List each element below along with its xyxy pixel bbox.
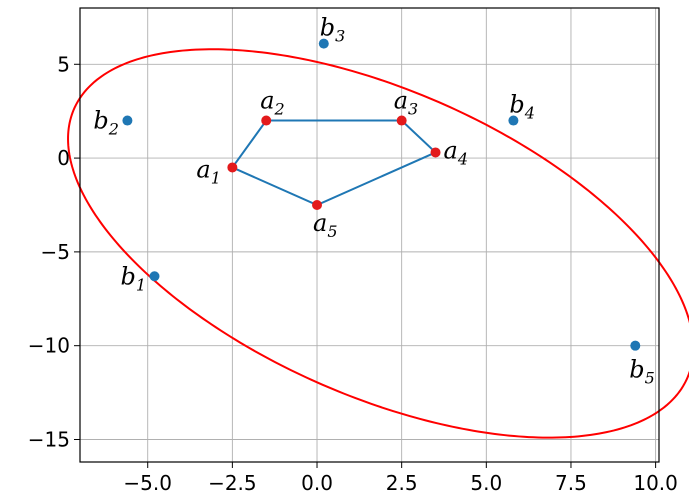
label-b5: b5 [629, 356, 655, 388]
point-b5 [630, 340, 641, 351]
label-a1: a1 [196, 156, 221, 188]
y-tick-label: −15 [28, 427, 70, 451]
label-b2: b2 [93, 107, 119, 139]
vertex-a5 [312, 199, 323, 210]
polygon-outline [230, 119, 438, 207]
x-tick-label: −5.0 [123, 471, 172, 495]
point-b1 [149, 271, 160, 282]
point-b4 [508, 115, 519, 126]
vertex-a2 [261, 115, 272, 126]
grid-lines [80, 8, 659, 462]
ellipse-curve [67, 48, 689, 439]
label-a2: a2 [260, 87, 285, 119]
x-tick-label: 7.5 [555, 471, 587, 495]
ellipse-layer [67, 48, 689, 439]
y-tick-label: −10 [28, 334, 70, 358]
point-b3 [318, 38, 329, 49]
x-axis-ticks: −5.0 −2.5 0.0 2.5 5.0 7.5 10.0 [123, 462, 678, 495]
x-tick-label: 2.5 [386, 471, 418, 495]
vertex-a4 [430, 147, 441, 158]
y-tick-label: 5 [57, 52, 70, 76]
points-layer [122, 38, 641, 351]
y-tick-label: −5 [41, 240, 70, 264]
label-b3: b3 [320, 14, 346, 46]
x-tick-label: −2.5 [208, 471, 257, 495]
point-labels: a1 a2 a3 a4 a5 b1 b2 b3 b4 b5 [93, 14, 654, 388]
x-tick-label: 0.0 [301, 471, 333, 495]
vertex-a1 [227, 162, 238, 173]
vertex-a3 [396, 115, 407, 126]
point-b2 [122, 115, 133, 126]
y-axis-ticks: 5 0 −5 −10 −15 [28, 52, 80, 451]
label-a4: a4 [444, 137, 469, 169]
label-a5: a5 [313, 209, 338, 241]
polygon-layer [230, 119, 438, 207]
label-a3: a3 [394, 87, 419, 119]
x-tick-label: 5.0 [470, 471, 502, 495]
x-tick-label: 10.0 [633, 471, 678, 495]
label-b4: b4 [509, 91, 535, 123]
y-tick-label: 0 [57, 146, 70, 170]
plot-frame [79, 7, 660, 463]
label-b1: b1 [121, 262, 147, 294]
